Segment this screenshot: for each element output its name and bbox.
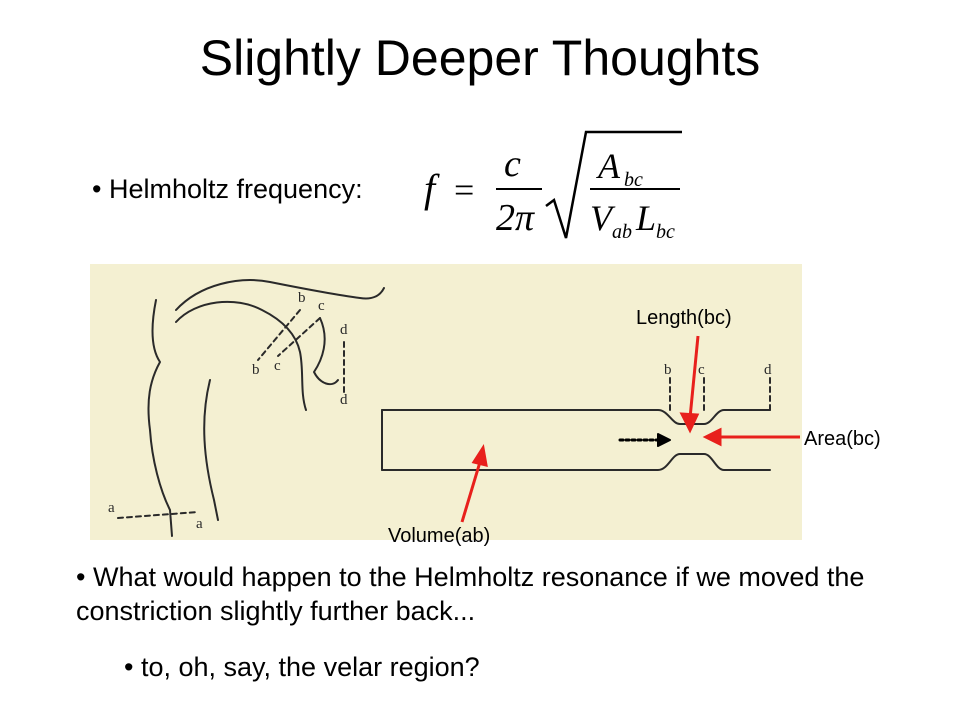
tube-letter-b: b (664, 362, 672, 378)
scanned-figure-background (90, 264, 802, 540)
fig-letter-c-head: c (318, 298, 325, 314)
tube-upper-wall (381, 409, 771, 425)
bullet-question: • What would happen to the Helmholtz res… (76, 562, 865, 626)
sqrt-sign (545, 130, 682, 239)
formula-length: L (635, 198, 656, 238)
dashed-line-a (117, 511, 199, 519)
tube-lower-wall (381, 453, 771, 471)
bullet-velar: • to, oh, say, the velar region? (124, 652, 480, 682)
tube-letter-c: c (698, 362, 705, 378)
bullet-question-text: What would happen to the Helmholtz reson… (76, 562, 865, 626)
bullet-velar-text: to, oh, say, the velar region? (140, 652, 480, 682)
bullet-helmholtz: • Helmholtz frequency: (92, 174, 363, 204)
label-length-bc: Length(bc) (636, 307, 732, 329)
head-profile-outline (147, 299, 173, 537)
tongue-outline (175, 300, 307, 411)
dashed-line-bc (257, 309, 301, 361)
fig-letter-c-lower: c (274, 358, 281, 374)
dashed-line-c (277, 317, 321, 357)
volume-arrow-shaft (460, 461, 482, 523)
fig-letter-a-right: a (196, 516, 203, 532)
formula-numerator: c (504, 143, 521, 185)
label-area-bc: Area(bc) (804, 428, 881, 450)
pharynx-outline (203, 379, 219, 521)
formula-volume: V (590, 198, 616, 238)
tube-letter-d: d (764, 362, 772, 378)
formula-volume-sub: ab (612, 221, 632, 243)
fig-letter-a-left: a (108, 500, 115, 516)
label-volume-ab: Volume(ab) (388, 525, 491, 547)
helmholtz-formula: f = c 2π A bc V ab L bc (424, 130, 682, 243)
formula-equals: = (454, 170, 474, 210)
lip-outline (313, 317, 339, 386)
area-arrow-head (702, 427, 722, 447)
fig-letter-b-head: b (298, 290, 306, 306)
bullet-helmholtz-text: Helmholtz frequency: (108, 174, 363, 204)
length-arrow-head (679, 412, 700, 434)
formula-area-sub: bc (624, 169, 643, 191)
formula-denominator: 2π (496, 197, 535, 239)
fig-letter-b-lower: b (252, 362, 260, 378)
formula-area: A (596, 146, 621, 186)
length-arrow-shaft (688, 335, 700, 419)
formula-length-sub: bc (656, 221, 675, 243)
palate-outline (175, 279, 385, 311)
volume-arrow-head (471, 443, 488, 468)
slide-title: Slightly Deeper Thoughts (199, 30, 761, 86)
fig-letter-d-lower: d (340, 392, 348, 408)
fig-letter-d-head: d (340, 322, 348, 338)
dotted-opening-arrowhead (657, 433, 671, 447)
